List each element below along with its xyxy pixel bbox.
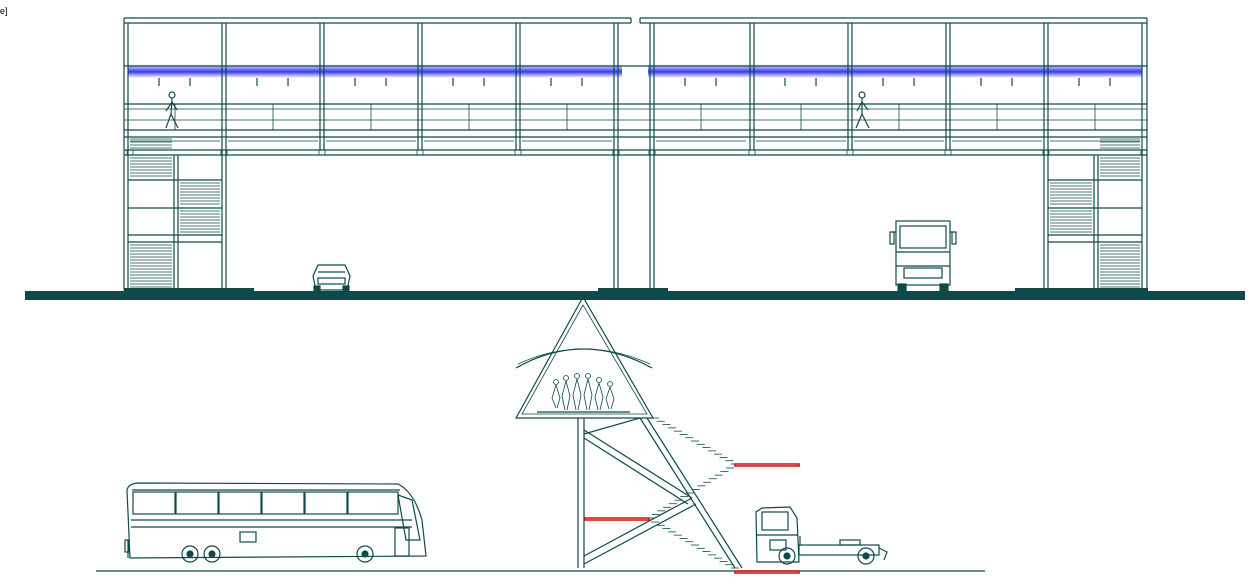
people-group [551,373,615,411]
bridge-rails [124,65,1147,156]
stair-steps [646,417,739,569]
pedestrian-figure-right [855,91,870,129]
ground-right-raise [1015,288,1148,292]
glass-band-right [648,64,1142,78]
pedestrian-figure-left [165,91,179,129]
ground-left-raise [124,288,254,292]
bridge-elevation [25,17,1245,300]
glass-band-left [128,64,622,78]
bridge-posts [123,18,1148,290]
tractor-side-view [755,506,888,565]
triangle-enclosure [514,295,655,419]
support-frame [577,417,743,569]
car-front-view [312,264,351,292]
bridge-section [96,295,985,574]
bridge-roof [124,17,1147,24]
stair-tower-right [1048,138,1142,290]
ground-center-raise [598,288,668,292]
railing-details [126,78,1148,156]
landing-marks [584,463,800,574]
stair-tower-left [128,138,222,290]
ground-slab [25,291,1245,300]
truck-front-view [889,220,957,292]
bus-side-view [124,482,427,563]
corner-label: e] [0,6,8,16]
